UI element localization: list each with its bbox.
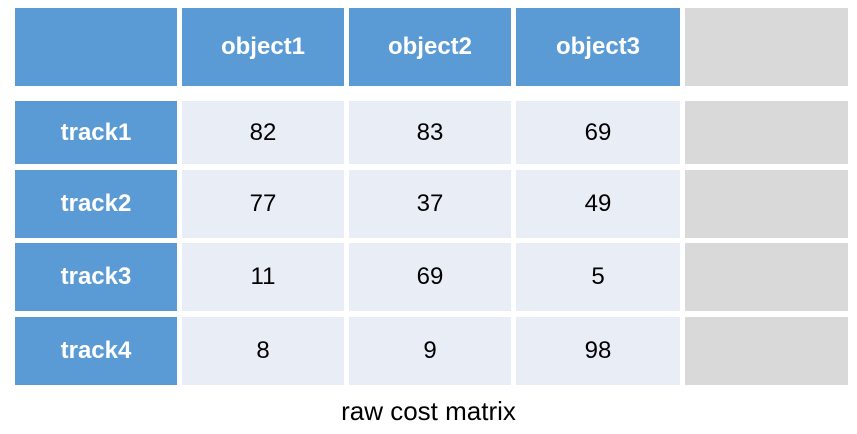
column-header-object3: object3 [516,8,680,86]
cost-cell: 9 [349,317,511,385]
corner-cell [15,8,177,86]
table-caption: raw cost matrix [341,395,516,426]
padding-cell [685,243,848,311]
row-header-track3: track3 [15,243,177,311]
padding-cell [685,101,848,164]
row-header-track4: track4 [15,317,177,385]
row-header-track2: track2 [15,170,177,238]
cost-cell: 5 [516,243,680,311]
cost-cell: 98 [516,317,680,385]
column-header-object1: object1 [182,8,344,86]
padding-cell [685,317,848,385]
row-header-track1: track1 [15,101,177,164]
cost-cell: 82 [182,101,344,164]
cost-cell: 77 [182,170,344,238]
cost-cell: 37 [349,170,511,238]
padding-header-cell [685,8,848,86]
cost-cell: 8 [182,317,344,385]
cost-cell: 69 [349,243,511,311]
cost-cell: 11 [182,243,344,311]
column-header-object2: object2 [349,8,511,86]
cost-cell: 49 [516,170,680,238]
padding-cell [685,170,848,238]
cost-cell: 83 [349,101,511,164]
cost-cell: 69 [516,101,680,164]
